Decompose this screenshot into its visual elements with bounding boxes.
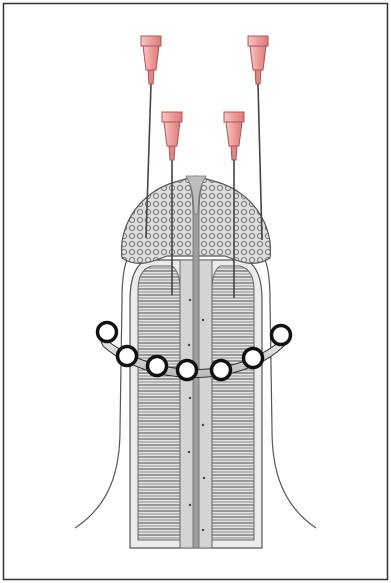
ring-bead <box>212 361 231 380</box>
ring-bead <box>98 323 117 342</box>
ring-bead <box>148 357 167 376</box>
ring-bead <box>272 326 291 345</box>
ring-bead <box>178 361 197 380</box>
ring-bead <box>118 347 137 366</box>
ring-bead <box>244 349 263 368</box>
